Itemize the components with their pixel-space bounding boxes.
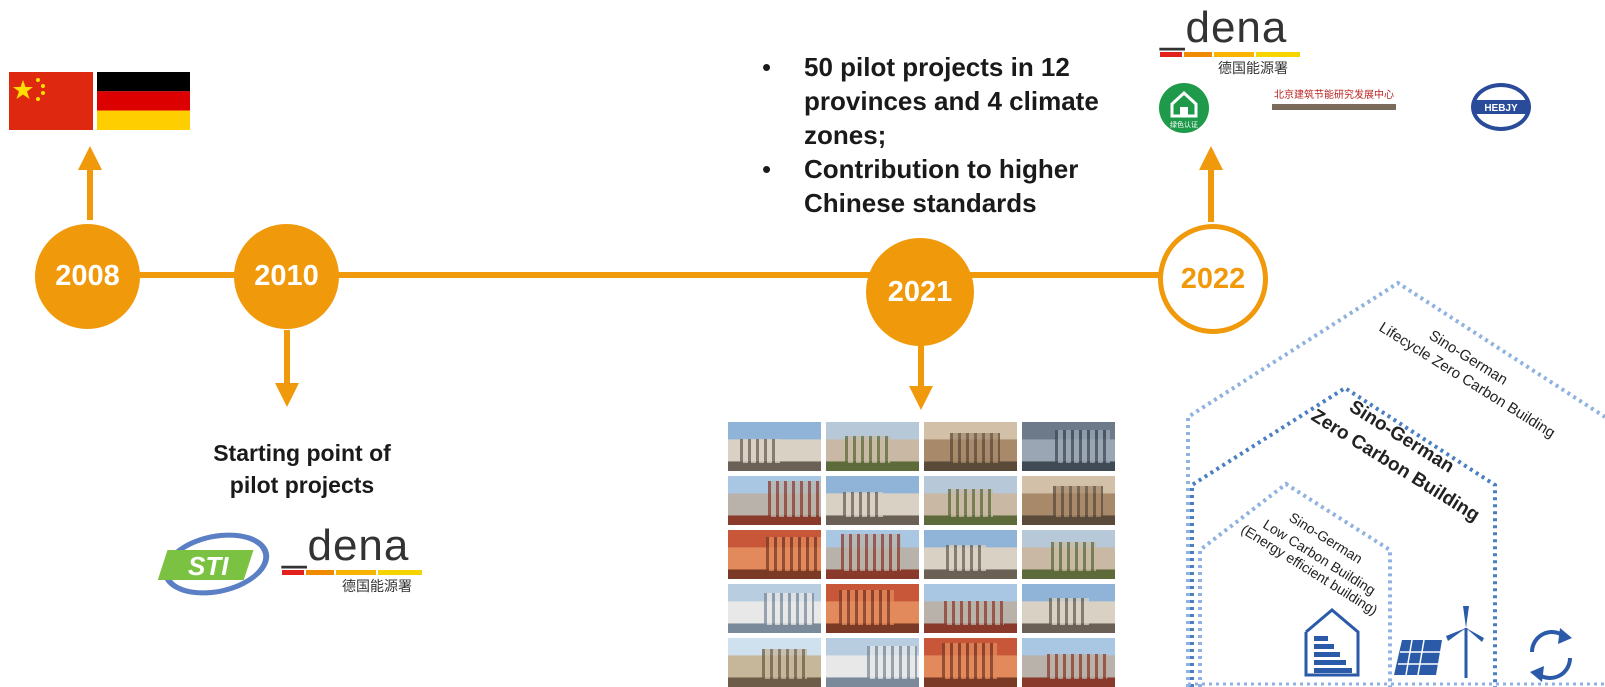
pilot-building-photo <box>728 584 821 633</box>
pilot-building-photo <box>1022 584 1115 633</box>
pilot-result-item: • 50 pilot projects in 12 provinces and … <box>762 52 1099 150</box>
green-building-logo: 绿色认证 <box>1159 83 1209 133</box>
dena-logo-2022: _dena 德国能源署 <box>1160 6 1300 78</box>
pilot-building-photo <box>728 476 821 525</box>
dena-logo-2022-sub: 德国能源署 <box>1218 60 1288 76</box>
green-building-logo-text: 绿色认证 <box>1170 120 1198 129</box>
dena-logo-2022-bar <box>1160 52 1300 57</box>
pilot-building-photo <box>826 584 919 633</box>
pilot-building-photo <box>826 638 919 687</box>
pilot-building-photo <box>1022 476 1115 525</box>
pilot-building-photo <box>924 422 1017 471</box>
germany-flag <box>97 72 190 130</box>
arrow-2010-head <box>275 383 299 407</box>
pilot-building-photo <box>826 530 919 579</box>
solar-panel-icon <box>1394 639 1442 676</box>
pilot-building-photo <box>924 584 1017 633</box>
dena-logo-2010-word: _dena <box>282 521 410 570</box>
pilot-results-list: • 50 pilot projects in 12 provinces and … <box>762 50 1102 220</box>
dena-logo-2010-sub: 德国能源署 <box>342 578 412 594</box>
year-2008-label: 2008 <box>55 260 120 292</box>
pilot-building-photo <box>826 476 919 525</box>
pilot-building-photo <box>1022 530 1115 579</box>
wind-turbine-icon <box>1446 606 1484 678</box>
beijing-center-logo-bar <box>1272 104 1396 110</box>
beijing-center-logo-text: 北京建筑节能研究发展中心 <box>1274 90 1394 101</box>
dena-logo-2010: _dena 德国能源署 <box>282 524 422 596</box>
dena-logo-2010-bar <box>282 570 422 575</box>
year-2021-label: 2021 <box>887 275 953 308</box>
pilot-building-photo <box>728 422 821 471</box>
inner-house-outline <box>1198 481 1392 687</box>
china-flag <box>9 72 93 130</box>
hebjy-logo-text: HEBJY <box>1484 103 1518 114</box>
pilot-building-photo <box>826 422 919 471</box>
year-2008-circle: 2008 <box>35 224 140 329</box>
pilot-start-caption-line2: pilot projects <box>229 472 375 498</box>
beijing-center-logo: 北京建筑节能研究发展中心 <box>1272 90 1396 112</box>
pilot-building-photo <box>728 530 821 579</box>
hebjy-logo: HEBJY <box>1471 83 1531 131</box>
pilot-building-photo <box>1022 422 1115 471</box>
outer-house-outline <box>1186 280 1605 687</box>
middle-house-outline <box>1190 385 1497 687</box>
arrow-2022-head <box>1199 146 1223 170</box>
year-2010-circle: 2010 <box>234 224 339 329</box>
year-2010-label: 2010 <box>254 260 319 292</box>
year-2022-circle: 2022 <box>1158 224 1268 334</box>
year-2022-label: 2022 <box>1180 262 1246 295</box>
pilot-result-item: • Contribution to higher Chinese standar… <box>762 154 1079 218</box>
sti-logo: STI <box>158 532 270 596</box>
svg-text:STI: STI <box>188 551 229 581</box>
pilot-start-caption: Starting point of pilot projects <box>190 437 414 501</box>
zero-carbon-house-diagram: Sino-German Lifecycle Zero Carbon Buildi… <box>1186 280 1605 687</box>
pilot-result-text: Contribution to higher Chinese standards <box>804 154 1079 218</box>
pilot-start-caption-line1: Starting point of <box>213 440 391 466</box>
year-2021-circle: 2021 <box>866 238 974 346</box>
arrow-2008-head <box>78 146 102 170</box>
arrow-2021-head <box>909 386 933 410</box>
lifecycle-recycle-icon <box>1530 628 1572 682</box>
pilot-building-photo <box>1022 638 1115 687</box>
outer-house-label-2: Lifecycle Zero Carbon Building <box>1376 319 1558 442</box>
pilot-building-photo <box>924 530 1017 579</box>
pilot-building-photo <box>924 476 1017 525</box>
energy-efficiency-icon <box>1304 608 1360 677</box>
pilot-result-text: 50 pilot projects in 12 provinces and 4 … <box>804 52 1099 150</box>
pilot-building-photo <box>924 638 1017 687</box>
pilot-building-photo <box>728 638 821 687</box>
dena-logo-2022-word: _dena <box>1160 3 1288 52</box>
pilot-buildings-photo-grid <box>728 422 1120 687</box>
